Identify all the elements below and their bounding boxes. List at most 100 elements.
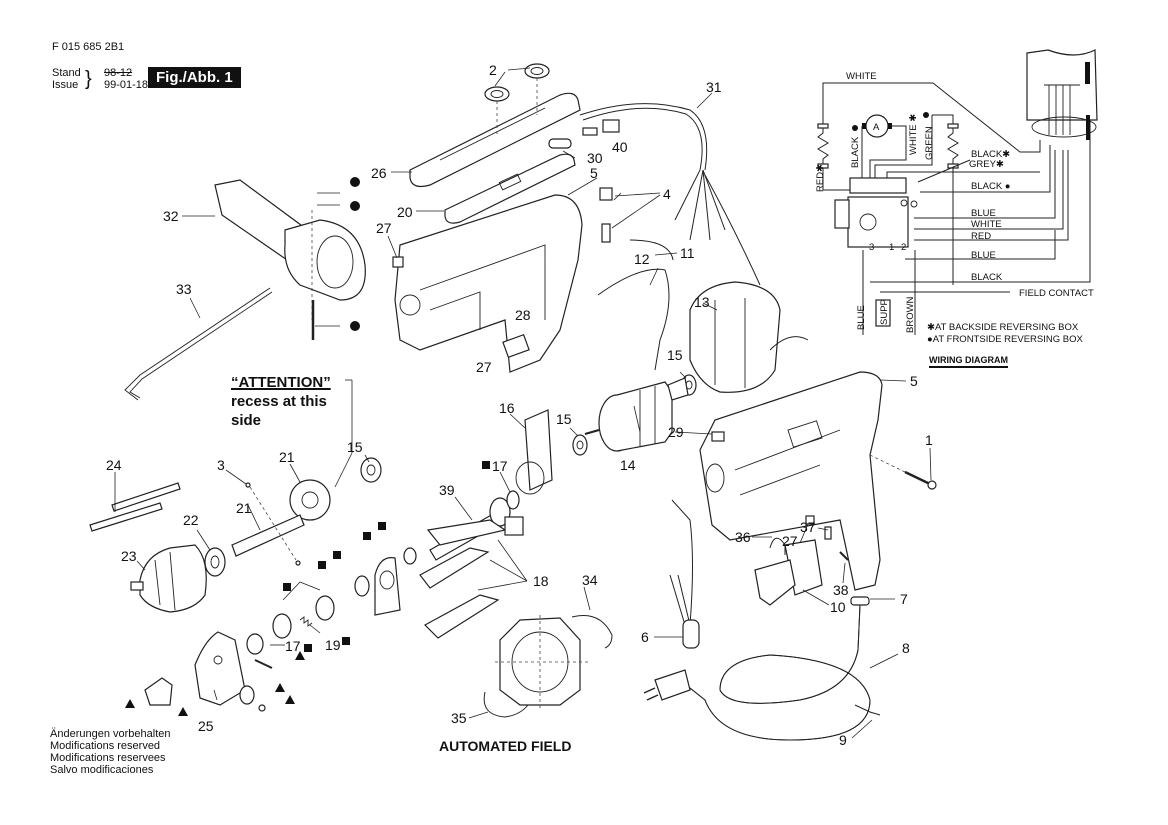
- wiring-diagram: WHITE RED✱ A BLACK WHITE ✱ GREEN BLACK✱ …: [815, 49, 1098, 345]
- callout-2: 2: [489, 62, 497, 78]
- attention-line-2: side: [231, 412, 262, 429]
- part-chuck: [130, 544, 207, 613]
- marker-triangle: [285, 695, 295, 704]
- part-automated-field: [495, 615, 590, 710]
- callout-4: 4: [663, 186, 671, 202]
- callout-15a: 15: [667, 347, 683, 363]
- wire-label-blue-2: BLUE: [971, 250, 996, 261]
- callout-9: 9: [839, 732, 847, 748]
- part-power-cord: [679, 604, 871, 741]
- stand-value: 98-12: [104, 67, 133, 79]
- callout-40: 40: [612, 139, 628, 155]
- marker-square: [318, 561, 326, 569]
- callout-6: 6: [641, 629, 649, 645]
- wire-label-red-star: RED✱: [815, 164, 826, 192]
- part-cap-2b: [524, 63, 550, 79]
- part-gear-cover-bearing: [239, 685, 255, 705]
- callout-31: 31: [706, 79, 722, 95]
- part-switch-plate: [444, 153, 576, 224]
- callout-7: 7: [900, 591, 908, 607]
- wire-label-black-vertical: BLACK: [850, 136, 861, 168]
- marker-square: [333, 551, 341, 559]
- callout-5-lower: 5: [910, 373, 918, 389]
- marker-symbols: [125, 177, 490, 716]
- callout-1: 1: [925, 432, 933, 448]
- leader-lines: [114, 67, 932, 739]
- footer-line-es: Salvo modificaciones: [50, 764, 154, 776]
- marker-triangle: [275, 683, 285, 692]
- callout-13: 13: [694, 294, 710, 310]
- callout-19: 19: [325, 637, 341, 653]
- part-washer: [403, 547, 417, 565]
- part-bearing-15c: [360, 457, 382, 483]
- footer-line-fr: Modifications reservees: [50, 752, 166, 764]
- callout-34: 34: [582, 572, 598, 588]
- part-screw-38: [839, 551, 849, 561]
- part-gear-small: [354, 575, 370, 597]
- footer-line-de: Änderungen vorbehalten: [50, 728, 171, 740]
- wire-label-black-bottom: BLACK: [971, 272, 1003, 283]
- callout-39: 39: [439, 482, 455, 498]
- wire-label-red: RED: [971, 231, 991, 242]
- callout-21-spindle: 21: [236, 500, 252, 516]
- part-spring-19: [299, 616, 313, 627]
- part-leads-6: [669, 499, 700, 649]
- part-bearing-plate: [515, 409, 553, 495]
- callout-22: 22: [183, 512, 199, 528]
- callout-17b: 17: [492, 458, 508, 474]
- callout-23: 23: [121, 548, 137, 564]
- reversing-box: [847, 196, 909, 248]
- part-coupling: [315, 595, 335, 621]
- callout-16: 16: [499, 400, 515, 416]
- callout-labels: 2 26 20 27 32 33 31 30 40 5 4 11 12 13 2…: [106, 62, 933, 748]
- part-block-29: [711, 431, 725, 442]
- part-connector-plug: [582, 127, 598, 136]
- callout-17a: 17: [285, 638, 301, 654]
- footer-disclaimer: Änderungen vorbehalten Modifications res…: [50, 728, 170, 776]
- attention-heading: “ATTENTION”: [231, 374, 331, 391]
- terminal-2: 2: [901, 242, 906, 253]
- part-button-37: [824, 526, 832, 540]
- document-number: F 015 685 2B1: [52, 41, 125, 53]
- marker-square: [363, 532, 371, 540]
- wire-label-white-star: WHITE ✱: [908, 114, 919, 155]
- wire-label-green: GREEN: [924, 126, 935, 160]
- footer-line-en: Modifications reserved: [50, 740, 161, 752]
- part-gear-21: [289, 479, 331, 521]
- attention-note: “ATTENTION” recess at this side: [231, 373, 331, 430]
- legend-frontside: ●AT FRONTSIDE REVERSING BOX: [927, 334, 1083, 345]
- callout-24: 24: [106, 457, 122, 473]
- part-terminal-4: [601, 223, 611, 243]
- part-brush-holder-27b: [502, 333, 530, 359]
- callout-8: 8: [902, 640, 910, 656]
- part-gear-cover: [194, 631, 246, 706]
- marker-square: [378, 522, 386, 530]
- part-housing-left: [394, 194, 583, 373]
- part-clip-27c: [805, 515, 815, 525]
- part-mains-plug: [643, 669, 691, 701]
- part-depth-rod: [124, 287, 273, 401]
- brace-icon: }: [85, 68, 92, 90]
- callout-37: 37: [800, 519, 816, 535]
- callout-15b: 15: [556, 411, 572, 427]
- callout-21-gear: 21: [279, 449, 295, 465]
- part-grommet-7: [850, 596, 870, 606]
- part-bearing-17a: [246, 633, 264, 655]
- callout-10: 10: [830, 599, 846, 615]
- part-connector-block: [602, 119, 620, 133]
- part-clip-40: [599, 187, 613, 201]
- marker-triangle: [178, 707, 188, 716]
- marker-square: [342, 637, 350, 645]
- callout-27b: 27: [476, 359, 492, 375]
- part-bearing-22: [204, 547, 226, 577]
- part-switch-cover: [409, 92, 581, 188]
- part-drive-spindle-21: [231, 514, 305, 557]
- callout-3: 3: [217, 457, 225, 473]
- part-chuck-key: [89, 482, 181, 532]
- marker-square: [283, 583, 291, 591]
- callout-15c: 15: [347, 439, 363, 455]
- callout-36: 36: [735, 529, 751, 545]
- wire-label-white-top: WHITE: [846, 71, 877, 82]
- callout-26: 26: [371, 165, 387, 181]
